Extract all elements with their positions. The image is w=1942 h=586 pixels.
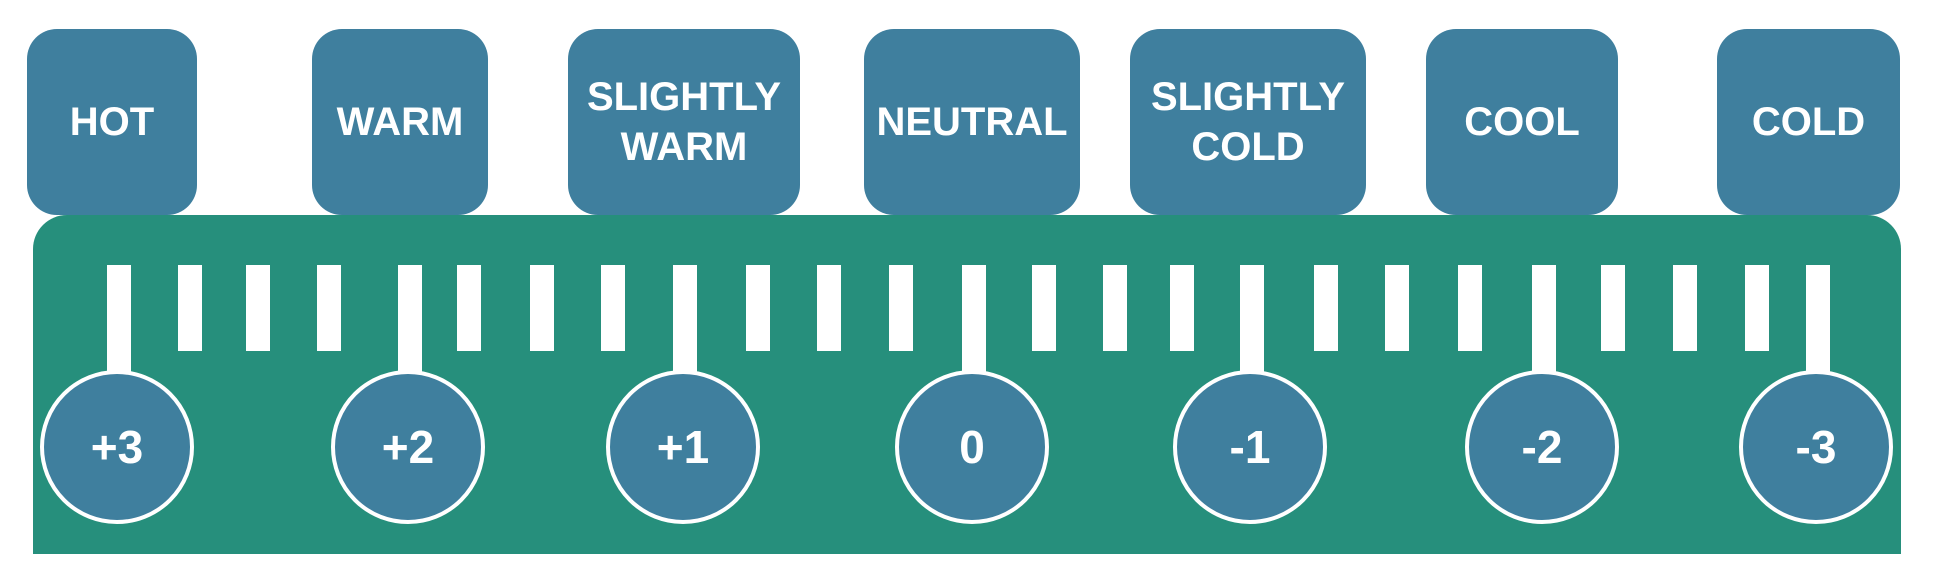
value-circle-minus-2: -2 bbox=[1465, 370, 1619, 524]
label-cool: COOL bbox=[1426, 29, 1618, 215]
minor-tick bbox=[1032, 265, 1056, 351]
major-tick bbox=[107, 265, 131, 375]
minor-tick bbox=[246, 265, 270, 351]
minor-tick bbox=[1314, 265, 1338, 351]
major-tick bbox=[1532, 265, 1556, 375]
major-tick bbox=[962, 265, 986, 375]
minor-tick bbox=[1745, 265, 1769, 351]
minor-tick bbox=[1458, 265, 1482, 351]
label-slightly-cold: SLIGHTLY COLD bbox=[1130, 29, 1366, 215]
minor-tick bbox=[601, 265, 625, 351]
scale-bar: +3 +2 +1 0 -1 -2 -3 bbox=[33, 215, 1901, 554]
label-warm: WARM bbox=[312, 29, 488, 215]
minor-tick bbox=[1385, 265, 1409, 351]
minor-tick bbox=[530, 265, 554, 351]
label-slightly-warm: SLIGHTLY WARM bbox=[568, 29, 800, 215]
minor-tick bbox=[1673, 265, 1697, 351]
value-circle-0: 0 bbox=[895, 370, 1049, 524]
minor-tick bbox=[317, 265, 341, 351]
minor-tick bbox=[1170, 265, 1194, 351]
value-circle-plus-2: +2 bbox=[331, 370, 485, 524]
value-circle-minus-3: -3 bbox=[1739, 370, 1893, 524]
minor-tick bbox=[1601, 265, 1625, 351]
major-tick bbox=[398, 265, 422, 375]
value-circle-plus-1: +1 bbox=[606, 370, 760, 524]
minor-tick bbox=[817, 265, 841, 351]
major-tick bbox=[673, 265, 697, 375]
major-tick bbox=[1240, 265, 1264, 375]
minor-tick bbox=[1103, 265, 1127, 351]
minor-tick bbox=[889, 265, 913, 351]
label-hot: HOT bbox=[27, 29, 197, 215]
minor-tick bbox=[746, 265, 770, 351]
value-circle-plus-3: +3 bbox=[40, 370, 194, 524]
label-cold: COLD bbox=[1717, 29, 1900, 215]
value-circle-minus-1: -1 bbox=[1173, 370, 1327, 524]
minor-tick bbox=[178, 265, 202, 351]
major-tick bbox=[1806, 265, 1830, 375]
label-neutral: NEUTRAL bbox=[864, 29, 1080, 215]
minor-tick bbox=[457, 265, 481, 351]
